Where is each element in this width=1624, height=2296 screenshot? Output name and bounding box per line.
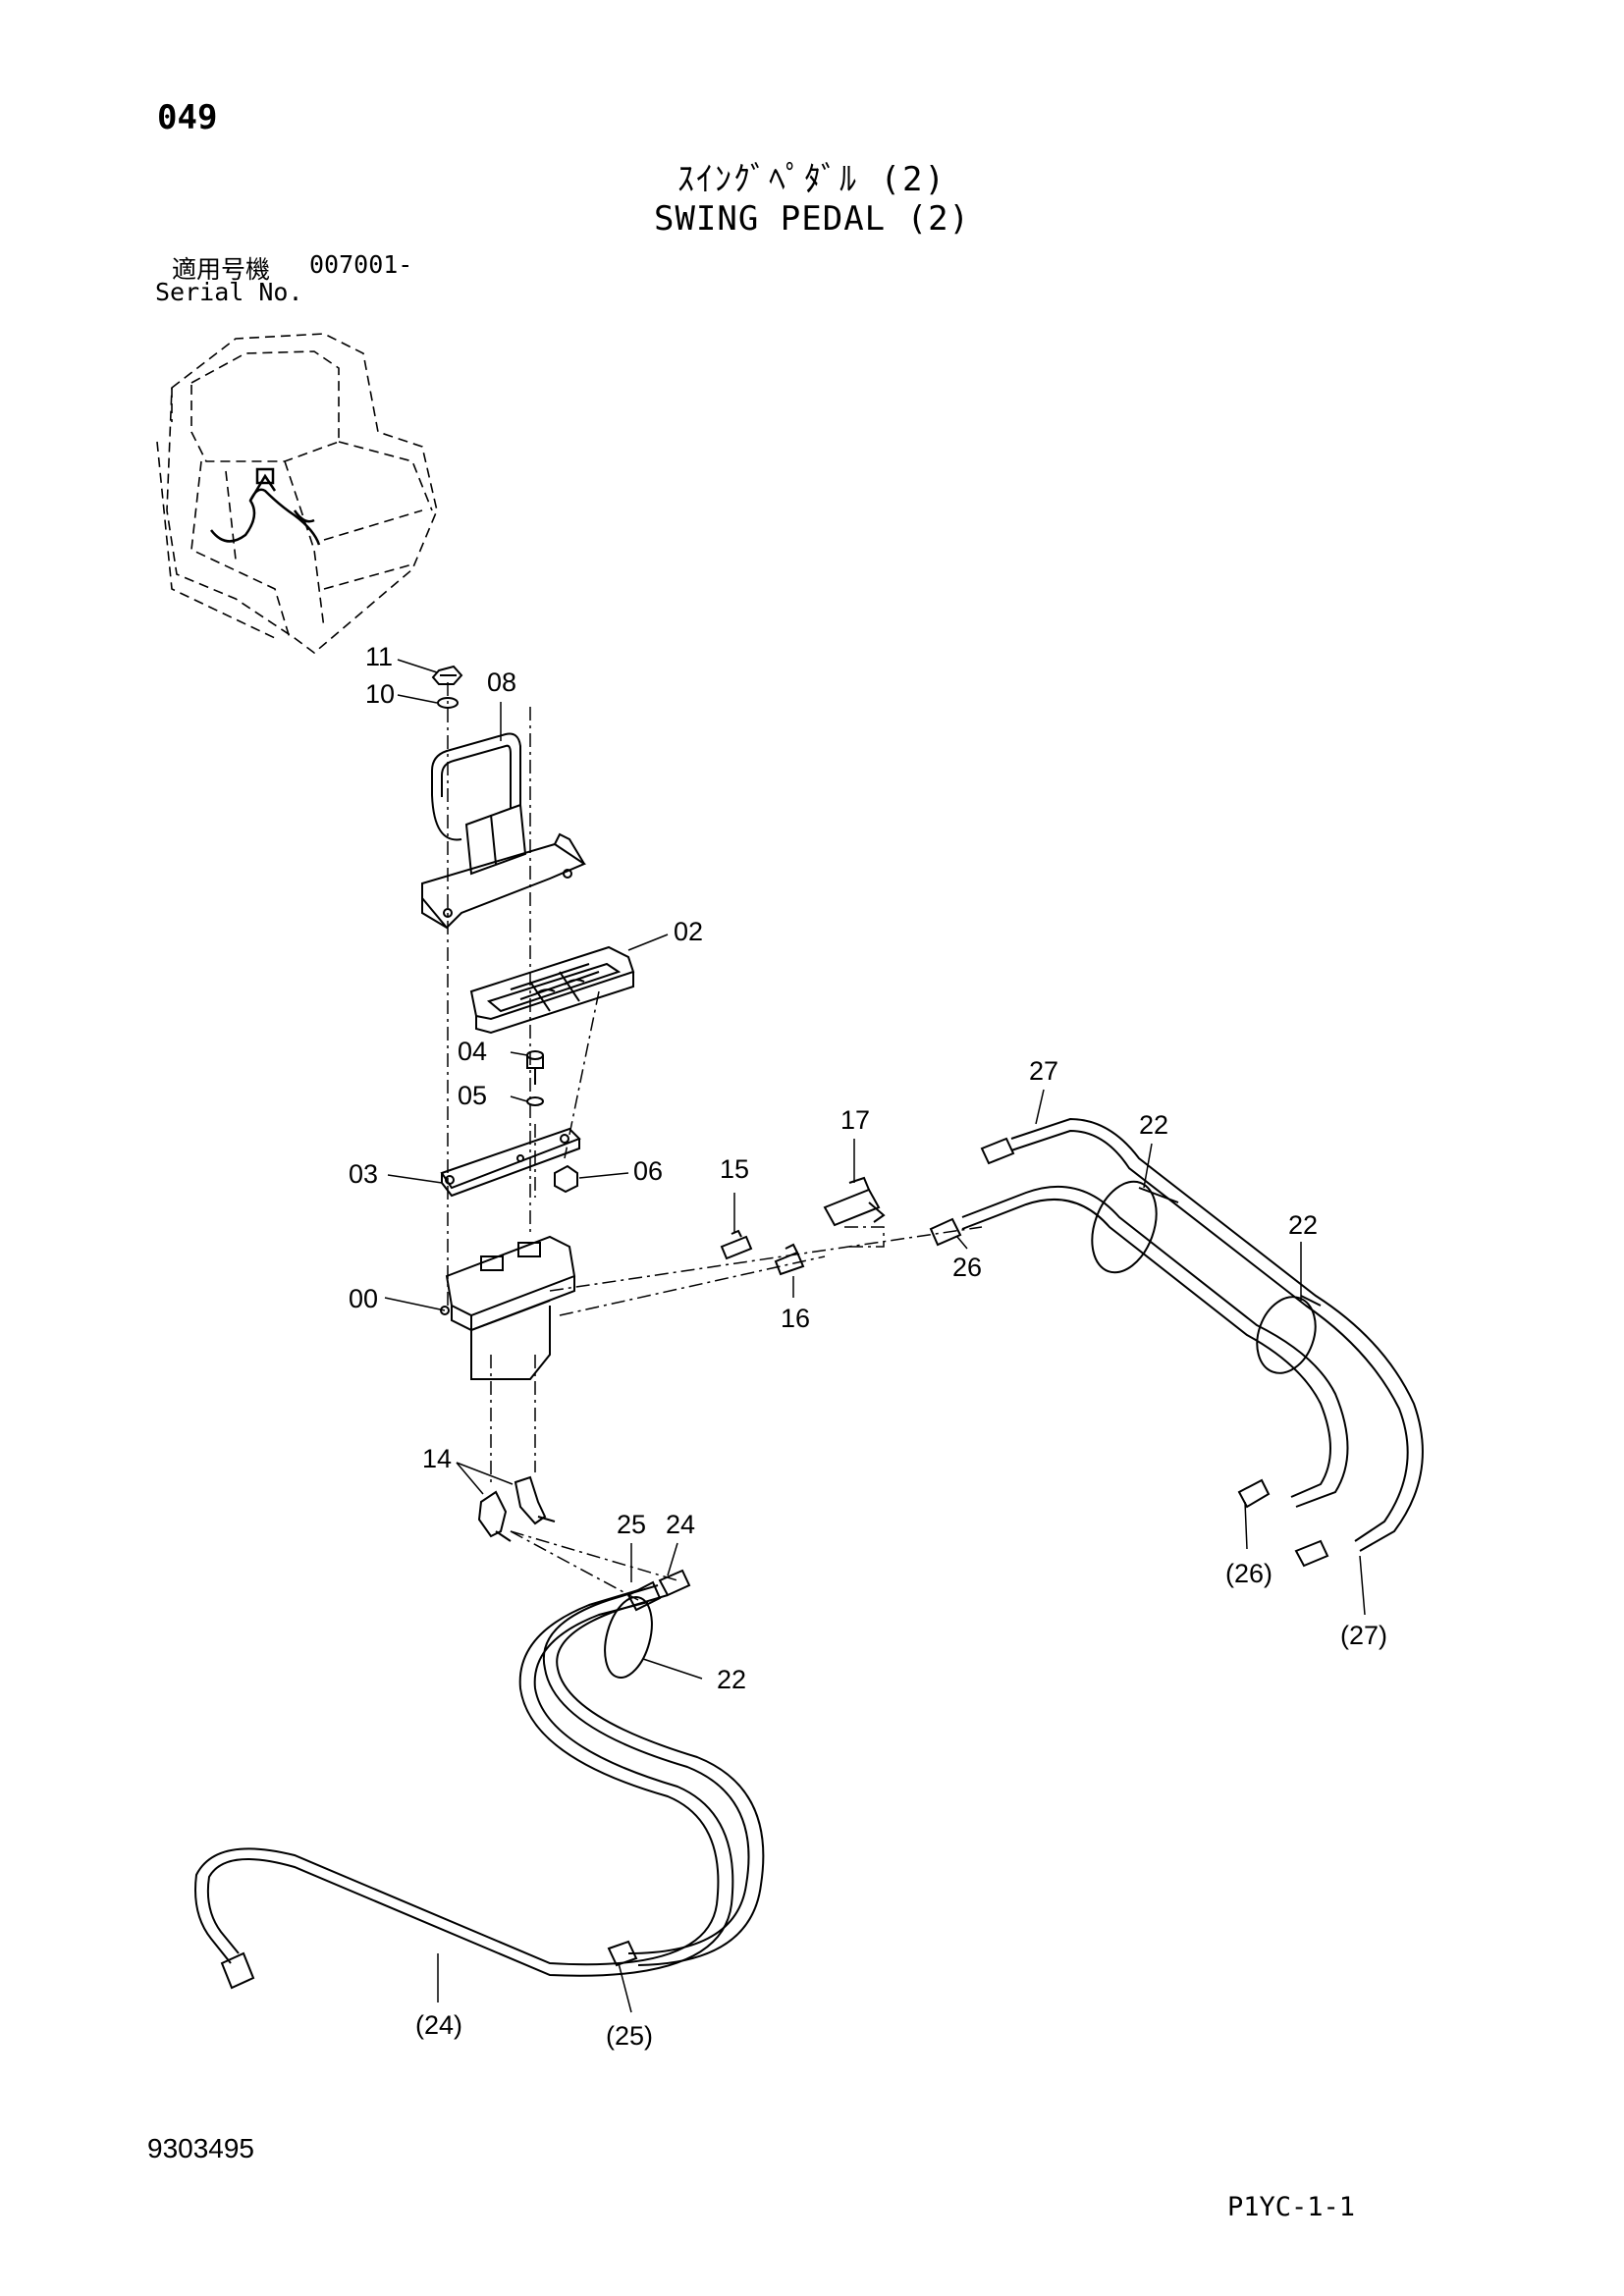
callout-labels: 11 10 08 02 04 05 03 06 00 15 17 16 26 2…	[349, 642, 1387, 2051]
callout-03: 03	[349, 1159, 378, 1189]
callout-27-ref: (27)	[1340, 1621, 1387, 1650]
hose-27	[980, 1117, 1424, 1568]
assembly-guide-lines	[447, 682, 983, 1601]
callout-00: 00	[349, 1284, 378, 1313]
callout-26-ref: (26)	[1225, 1559, 1272, 1588]
tee-fitting-17	[823, 1176, 886, 1227]
callout-27: 27	[1029, 1056, 1058, 1086]
bracket-08	[421, 732, 587, 930]
callout-24-ref: (24)	[415, 2010, 462, 2040]
title-english: SWING PEDAL (2)	[653, 199, 971, 239]
title-japanese: ｽｲﾝｸﾞﾍﾟﾀﾞﾙ (2)	[677, 160, 947, 199]
sheet-code: P1YC-1-1	[1227, 2192, 1356, 2222]
callout-17: 17	[840, 1105, 870, 1135]
elbow-fitting-14	[477, 1475, 556, 1542]
callout-08: 08	[487, 667, 516, 697]
hose-26	[929, 1185, 1349, 1509]
adapter-15	[720, 1229, 753, 1260]
washer-10	[437, 697, 459, 709]
nut-11	[431, 665, 463, 685]
callout-22b: 22	[1288, 1210, 1318, 1240]
callout-16: 16	[781, 1304, 810, 1333]
callout-10: 10	[365, 679, 395, 709]
machine-cab-outline	[156, 333, 438, 655]
serial-label-japanese: 適用号機	[172, 255, 271, 284]
callout-05: 05	[458, 1081, 487, 1110]
callout-14: 14	[422, 1444, 452, 1473]
bracket-plate-03	[440, 1127, 581, 1198]
hose-24	[194, 1589, 734, 1990]
nut-06	[554, 1164, 578, 1194]
callout-26: 26	[952, 1253, 982, 1282]
serial-number-value: 007001-	[309, 250, 413, 279]
serial-label-english: Serial No.	[155, 278, 303, 306]
document-code: 9303495	[147, 2133, 255, 2163]
page-number: 049	[157, 98, 218, 137]
cab-wiring	[210, 467, 321, 546]
callout-22a: 22	[1139, 1110, 1168, 1140]
callout-11: 11	[365, 642, 393, 671]
callout-22c: 22	[717, 1665, 746, 1694]
callout-24: 24	[666, 1510, 695, 1539]
pilot-valve-00	[440, 1235, 576, 1380]
pedal-pad-02	[469, 945, 635, 1035]
callout-25-ref: (25)	[606, 2021, 653, 2051]
hose-clamp-22	[604, 1180, 1322, 1679]
leader-lines	[384, 659, 1366, 2013]
hose-25	[542, 1569, 765, 1967]
callout-02: 02	[674, 917, 703, 946]
adapter-16	[774, 1243, 805, 1276]
callout-04: 04	[458, 1037, 487, 1066]
callout-06: 06	[633, 1156, 663, 1186]
callout-25: 25	[617, 1510, 646, 1539]
callout-15: 15	[720, 1154, 749, 1184]
washer-05	[526, 1096, 544, 1106]
